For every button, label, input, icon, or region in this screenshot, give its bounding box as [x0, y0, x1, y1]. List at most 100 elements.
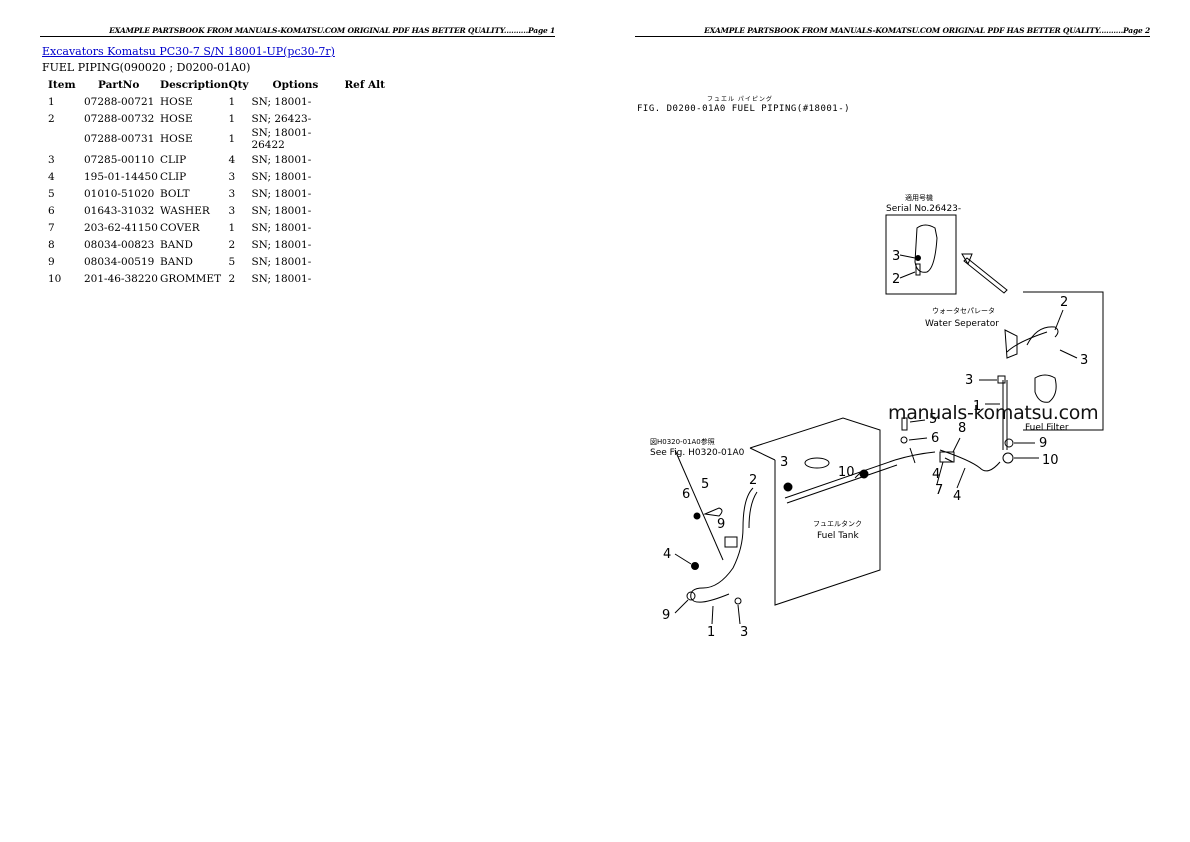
- cell-ref-alt: [344, 127, 394, 151]
- svg-text:10: 10: [1042, 453, 1059, 468]
- fuel-tank-jp-label: フュエルタンク: [813, 519, 862, 528]
- cell-options: SN; 18001-: [251, 238, 312, 251]
- cell-options: SN; 18001-: [251, 272, 312, 285]
- cell-ref-alt: [344, 253, 394, 270]
- cell-qty: 4: [228, 153, 236, 166]
- svg-text:9: 9: [717, 517, 725, 532]
- svg-text:1: 1: [973, 399, 981, 414]
- cell-ref-alt: [344, 93, 394, 110]
- svg-text:2: 2: [892, 272, 900, 287]
- cell-options: SN; 26423-: [251, 112, 312, 125]
- section-subtitle: FUEL PIPING(090020 ; D0200-01A0): [42, 61, 251, 74]
- svg-text:6: 6: [931, 431, 939, 446]
- fuel-filter-label: Fuel Filter: [1025, 423, 1069, 433]
- cell-qty: 3: [228, 204, 236, 217]
- cell-partno: 07288-00731: [84, 133, 155, 145]
- cell-description: BAND: [160, 255, 193, 268]
- cell-qty: 1: [228, 221, 236, 234]
- svg-text:3: 3: [1080, 353, 1088, 368]
- inset-serial-26423: 適用号機 Serial No.26423- 3 2: [885, 193, 961, 295]
- cell-description: BAND: [160, 238, 193, 251]
- cell-description: BOLT: [160, 187, 190, 200]
- cell-description: GROMMET: [160, 272, 222, 285]
- svg-text:7: 7: [935, 483, 943, 498]
- watermark: manuals-komatsu.com: [888, 402, 1099, 424]
- cell-ref-alt: [344, 110, 394, 127]
- svg-text:3: 3: [892, 249, 900, 264]
- fuel-tank-label: Fuel Tank: [817, 531, 860, 541]
- model-title-link[interactable]: Excavators Komatsu PC30-7 S/N 18001-UP(p…: [42, 45, 335, 58]
- figure-caption-jp: フュエル パイピング: [707, 96, 773, 103]
- column-header-partno: PartNo: [98, 79, 140, 91]
- table-header-row: Item PartNo Description Qty Options Ref …: [42, 77, 394, 93]
- cell-partno: 203-62-41150: [84, 221, 158, 234]
- parts-table: Item PartNo Description Qty Options Ref …: [42, 77, 394, 287]
- column-header-ref-alt: Ref Alt: [344, 79, 386, 91]
- svg-text:9: 9: [662, 608, 670, 623]
- cell-options: SN; 18001-: [251, 221, 312, 234]
- cell-item: 7: [48, 221, 55, 234]
- column-header-item: Item: [48, 79, 76, 91]
- water-separator-label: Water Seperator: [925, 319, 999, 329]
- cell-options: SN; 18001-: [251, 187, 312, 200]
- cell-ref-alt: [344, 236, 394, 253]
- cell-partno: 08034-00823: [84, 238, 155, 251]
- cell-item: 9: [48, 255, 55, 268]
- svg-text:3: 3: [740, 625, 748, 640]
- svg-text:3: 3: [780, 455, 788, 470]
- cell-ref-alt: [344, 270, 394, 287]
- cell-partno: 07288-00721: [84, 95, 155, 108]
- svg-text:8: 8: [958, 421, 966, 436]
- column-header-qty: Qty: [228, 79, 249, 91]
- cell-description: CLIP: [160, 170, 187, 183]
- svg-text:4: 4: [932, 467, 940, 482]
- svg-text:9: 9: [1039, 436, 1047, 451]
- inset-jp-label: 適用号機: [905, 193, 933, 202]
- cell-description: WASHER: [160, 204, 210, 217]
- cell-description: HOSE: [160, 133, 193, 145]
- fuel-tank-group: フュエルタンク Fuel Tank 10: [749, 417, 881, 606]
- cell-options: SN; 18001-26422: [251, 127, 312, 151]
- cell-qty: 1: [228, 133, 236, 145]
- cell-item: 5: [48, 187, 55, 200]
- cell-partno: 195-01-14450: [84, 170, 158, 183]
- cell-options: SN; 18001-: [251, 255, 312, 268]
- cell-partno: 07288-00732: [84, 112, 155, 125]
- see-fig-label: See Fig. H0320-01A0: [650, 448, 745, 458]
- cell-ref-alt: [344, 219, 394, 236]
- svg-text:2: 2: [1060, 295, 1068, 310]
- cell-item: 3: [48, 153, 55, 166]
- column-header-description: Description: [160, 79, 229, 91]
- page-2: EXAMPLE PARTSBOOK FROM MANUALS-KOMATSU.C…: [595, 0, 1190, 842]
- fuel-filter-group: Fuel Filter 2 3: [1004, 291, 1104, 433]
- cell-item: 6: [48, 204, 55, 217]
- table-row: 07288-00731 HOSE 1 SN; 18001-26422: [42, 127, 394, 151]
- cell-partno: 07285-00110: [84, 153, 155, 166]
- cell-item: [42, 127, 84, 151]
- cell-qty: 5: [228, 255, 236, 268]
- cell-qty: 1: [228, 112, 236, 125]
- cell-ref-alt: [344, 185, 394, 202]
- svg-text:4: 4: [663, 547, 671, 562]
- cell-partno: 01010-51020: [84, 187, 155, 200]
- cell-ref-alt: [344, 202, 394, 219]
- svg-text:4: 4: [953, 489, 961, 504]
- cell-qty: 3: [228, 170, 236, 183]
- water-separator-jp-label: ウォータセパレータ: [932, 306, 995, 315]
- svg-text:6: 6: [682, 487, 690, 502]
- column-header-options: Options: [272, 79, 319, 91]
- cell-item: 10: [48, 272, 62, 285]
- cell-qty: 2: [228, 272, 236, 285]
- cell-partno: 201-46-38220: [84, 272, 158, 285]
- cell-item: 1: [48, 95, 55, 108]
- cell-description: HOSE: [160, 112, 193, 125]
- see-fig-jp-label: 図H0320-01A0参照: [650, 437, 715, 446]
